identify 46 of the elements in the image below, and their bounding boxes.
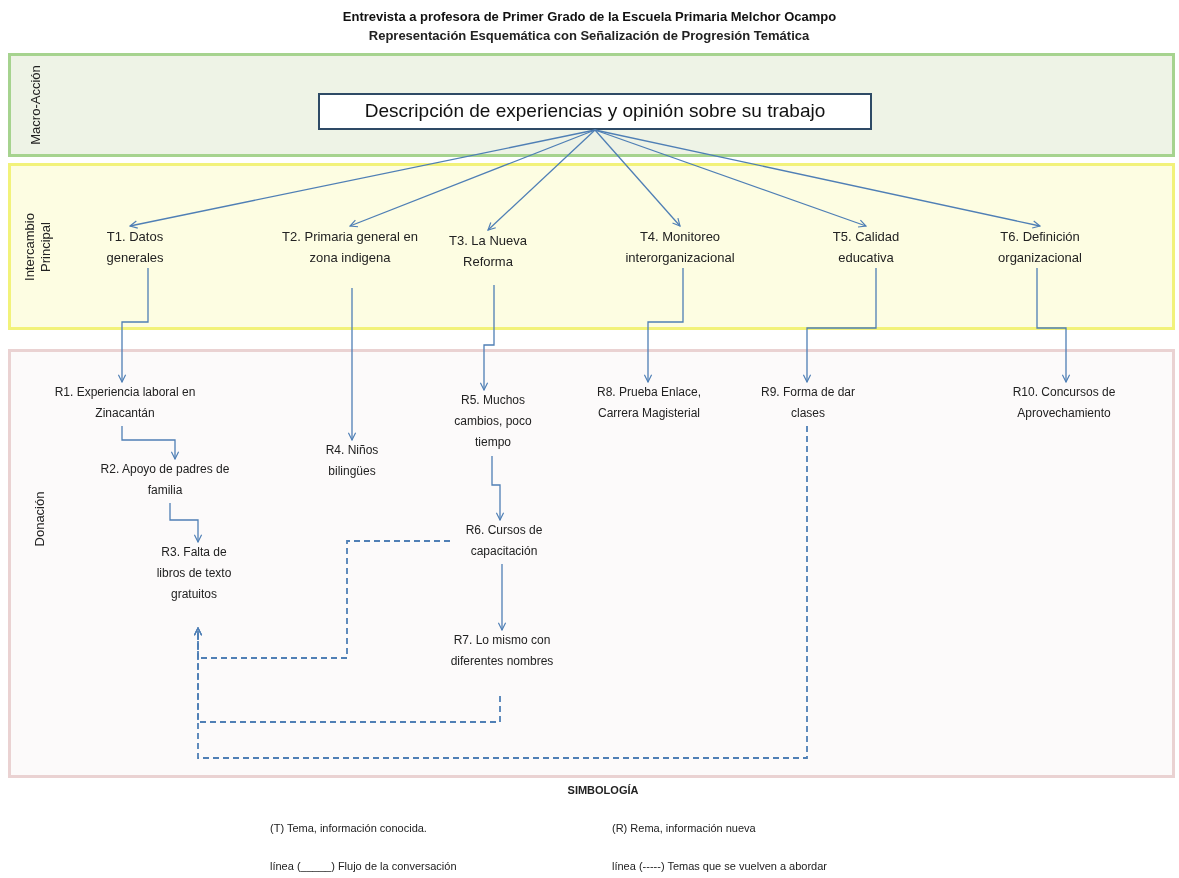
rheme-text: R8. Prueba Enlace, Carrera Magisterial	[588, 382, 710, 448]
arrow	[479, 284, 495, 391]
theme-text: T4. Monitoreo interorganizacional	[600, 226, 760, 268]
rheme-text: R7. Lo mismo con diferentes nombres	[447, 630, 557, 696]
arrow	[169, 502, 203, 543]
arrow	[594, 129, 681, 227]
legend-note: línea (_____) Flujo de la conversación	[270, 858, 457, 874]
band-panel	[8, 53, 1175, 157]
legend-heading: SIMBOLOGÍA	[567, 782, 639, 798]
rheme-text: R1. Experiencia laboral en Zinacantán	[45, 382, 205, 426]
arrow	[1036, 267, 1071, 383]
rheme-text: R2. Apoyo de padres de familia	[100, 459, 230, 503]
theme-text: T2. Primaria general en zona indigena	[275, 226, 425, 288]
rheme-text: R10. Concursos de Aprovechamiento	[982, 382, 1146, 426]
arrow	[802, 267, 877, 383]
band-panel	[8, 163, 1175, 330]
rheme-text: R9. Forma de dar clases	[752, 382, 864, 426]
title: Entrevista a profesora de Primer Grado de la Escuela Primaria Melchor Ocampo	[341, 8, 838, 26]
arrow	[117, 267, 149, 383]
band-label: Macro-Acción	[28, 65, 44, 145]
band-panel	[8, 349, 1175, 778]
legend-note: línea (-----) Temas que se vuelven a abordar	[612, 858, 827, 874]
arrow	[594, 129, 867, 228]
rheme-text: R5. Muchos cambios, poco tiempo	[440, 390, 546, 456]
theme-text: T5. Calidad educativa	[816, 226, 916, 268]
band-label: Donación	[32, 490, 48, 549]
band-label: Intercambio Principal	[22, 212, 54, 283]
theme-text: T3. La Nueva Reforma	[438, 230, 538, 285]
rheme-text: R3. Falta de libros de texto gratuitos	[150, 542, 238, 628]
arrow	[594, 129, 1041, 229]
theme-text: T1. Datos generales	[80, 226, 190, 268]
rheme-text: R4. Niños bilingües	[307, 440, 397, 484]
arrow	[487, 129, 596, 231]
theme-text: T6. Definición organizacional	[970, 226, 1110, 268]
macro-action-box: Descripción de experiencias y opinión sobre su trabajo	[318, 93, 872, 130]
subtitle: Representación Esquemática con Señalización de Progresión Temática	[368, 27, 810, 46]
arrow	[121, 425, 180, 460]
arrow	[349, 129, 596, 228]
legend-note: (R) Rema, información nueva	[612, 820, 756, 836]
legend-note: (T) Tema, información conocida.	[270, 820, 427, 836]
arrow	[497, 563, 507, 631]
rheme-text: R6. Cursos de capacitación	[450, 520, 558, 564]
arrow	[347, 287, 357, 441]
arrow	[643, 267, 684, 383]
arrow	[491, 455, 505, 521]
dashed-arrow	[193, 425, 808, 759]
